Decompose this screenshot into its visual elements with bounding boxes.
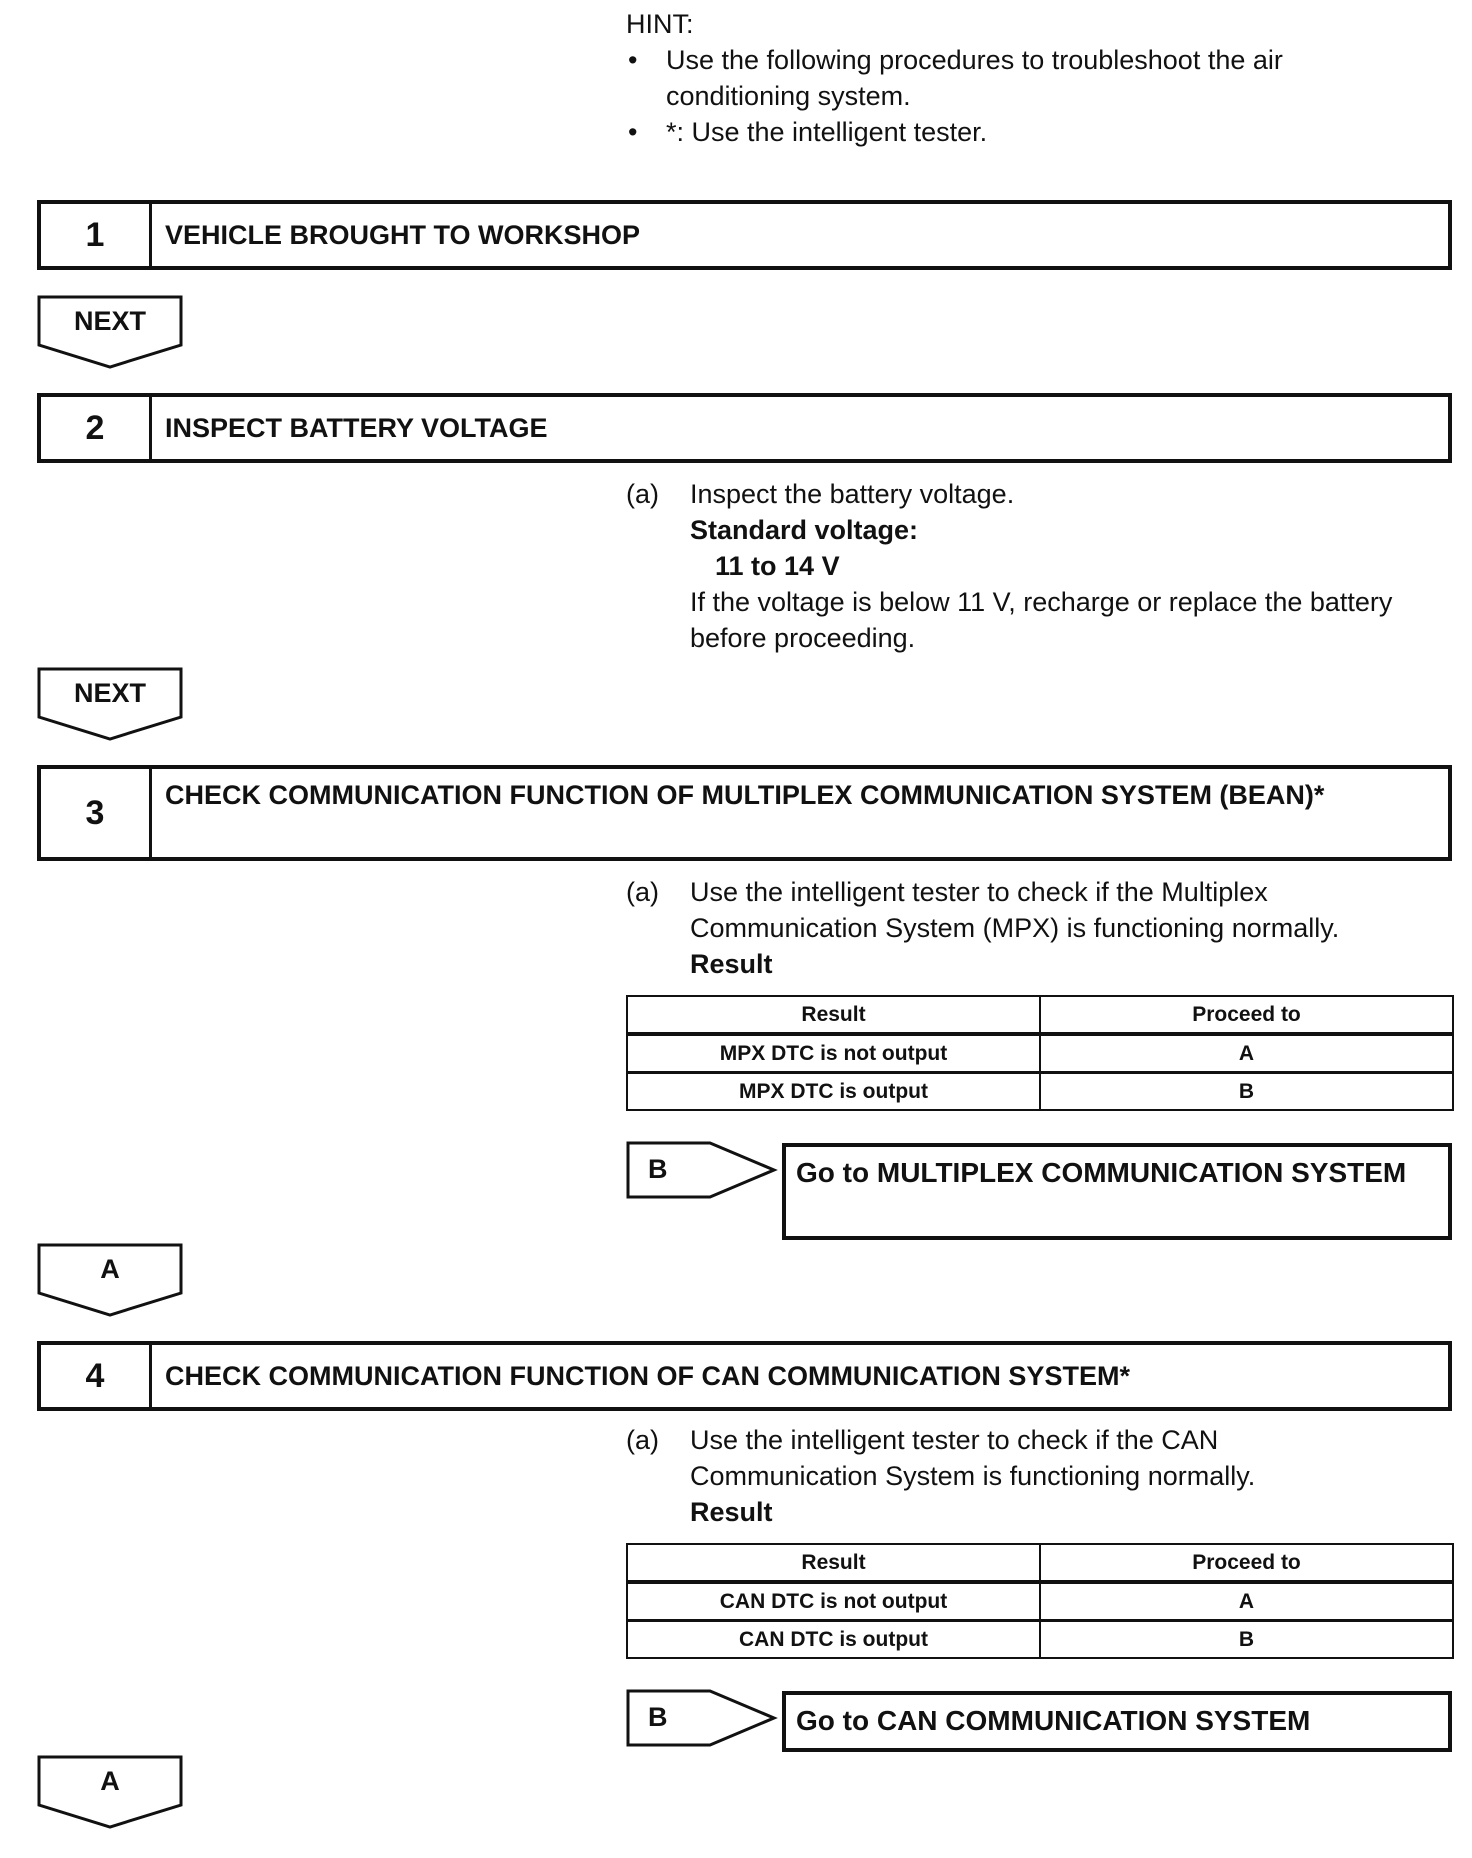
a-arrow-1: A [37, 1243, 183, 1318]
branch-b-arrow: B [626, 1141, 778, 1199]
table-row: CAN DTC is output B [626, 1619, 1454, 1659]
step-1-header: 1 VEHICLE BROUGHT TO WORKSHOP [37, 200, 1452, 270]
branch-target-text: Go to MULTIPLEX COMMUNICATION SYSTEM [796, 1157, 1407, 1188]
hint-bullet-2: *: Use the intelligent tester. [666, 117, 988, 147]
a-arrow-2: A [37, 1755, 183, 1830]
table-cell: B [1039, 1619, 1454, 1659]
down-arrow-badge-icon [37, 295, 183, 369]
table-cell: B [1039, 1071, 1454, 1111]
right-arrow-badge-icon [626, 1141, 778, 1199]
result-heading: Result [690, 1497, 773, 1527]
next-arrow-2: NEXT [37, 667, 183, 742]
hint-bullet-1: Use the following procedures to troubles… [666, 45, 1283, 111]
step-title: CHECK COMMUNICATION FUNCTION OF MULTIPLE… [165, 780, 1325, 810]
bullet-icon: • [628, 45, 638, 75]
step-number: 3 [41, 769, 152, 857]
step-title: VEHICLE BROUGHT TO WORKSHOP [165, 220, 641, 250]
item-marker: (a) [626, 479, 659, 509]
a-label: A [100, 1766, 120, 1796]
down-arrow-badge-icon [37, 667, 183, 741]
down-arrow-badge-icon [37, 1755, 183, 1829]
table-row: MPX DTC is output B [626, 1071, 1454, 1111]
item-marker: (a) [626, 1425, 659, 1455]
instruction-text: Inspect the battery voltage. [690, 479, 1015, 509]
table-row: CAN DTC is not output A [626, 1581, 1454, 1622]
step-title: INSPECT BATTERY VOLTAGE [165, 413, 548, 443]
branch-target-box: Go to MULTIPLEX COMMUNICATION SYSTEM [782, 1143, 1452, 1240]
spec-label: Standard voltage: [690, 515, 919, 545]
step-number: 1 [41, 204, 152, 266]
down-arrow-badge-icon [37, 1243, 183, 1317]
step-title: CHECK COMMUNICATION FUNCTION OF CAN COMM… [165, 1361, 1130, 1391]
step-number: 4 [41, 1345, 152, 1407]
right-arrow-badge-icon [626, 1689, 778, 1747]
step-4-header: 4 CHECK COMMUNICATION FUNCTION OF CAN CO… [37, 1341, 1452, 1411]
a-label: A [100, 1254, 120, 1284]
step-3-header: 3 CHECK COMMUNICATION FUNCTION OF MULTIP… [37, 765, 1452, 861]
table-cell: A [1039, 1581, 1454, 1622]
instruction-text: Use the intelligent tester to check if t… [690, 1425, 1256, 1491]
branch-label: B [648, 1702, 668, 1732]
result-heading: Result [690, 949, 773, 979]
next-arrow-1: NEXT [37, 295, 183, 370]
table-cell: A [1039, 1033, 1454, 1074]
hint-heading: HINT: [626, 9, 694, 39]
table-cell: MPX DTC is output [626, 1071, 1041, 1111]
branch-target-box: Go to CAN COMMUNICATION SYSTEM [782, 1691, 1452, 1752]
column-header-result: Result [626, 995, 1041, 1036]
branch-target-text: Go to CAN COMMUNICATION SYSTEM [796, 1705, 1311, 1736]
instruction-text: Use the intelligent tester to check if t… [690, 877, 1340, 943]
note-text: If the voltage is below 11 V, recharge o… [690, 587, 1393, 653]
table-row: MPX DTC is not output A [626, 1033, 1454, 1074]
column-header-proceed: Proceed to [1039, 1543, 1454, 1584]
column-header-result: Result [626, 1543, 1041, 1584]
result-table-mpx: Result Proceed to MPX DTC is not output … [626, 995, 1454, 1111]
step-number: 2 [41, 397, 152, 459]
result-table-can: Result Proceed to CAN DTC is not output … [626, 1543, 1454, 1659]
branch-label: B [648, 1154, 668, 1184]
branch-b-arrow: B [626, 1689, 778, 1747]
table-cell: CAN DTC is not output [626, 1581, 1041, 1622]
bullet-icon: • [628, 117, 638, 147]
next-label: NEXT [73, 678, 146, 708]
spec-value: 11 to 14 V [715, 551, 840, 581]
step-2-header: 2 INSPECT BATTERY VOLTAGE [37, 393, 1452, 463]
next-label: NEXT [73, 306, 146, 336]
item-marker: (a) [626, 877, 659, 907]
table-cell: CAN DTC is output [626, 1619, 1041, 1659]
table-cell: MPX DTC is not output [626, 1033, 1041, 1074]
column-header-proceed: Proceed to [1039, 995, 1454, 1036]
